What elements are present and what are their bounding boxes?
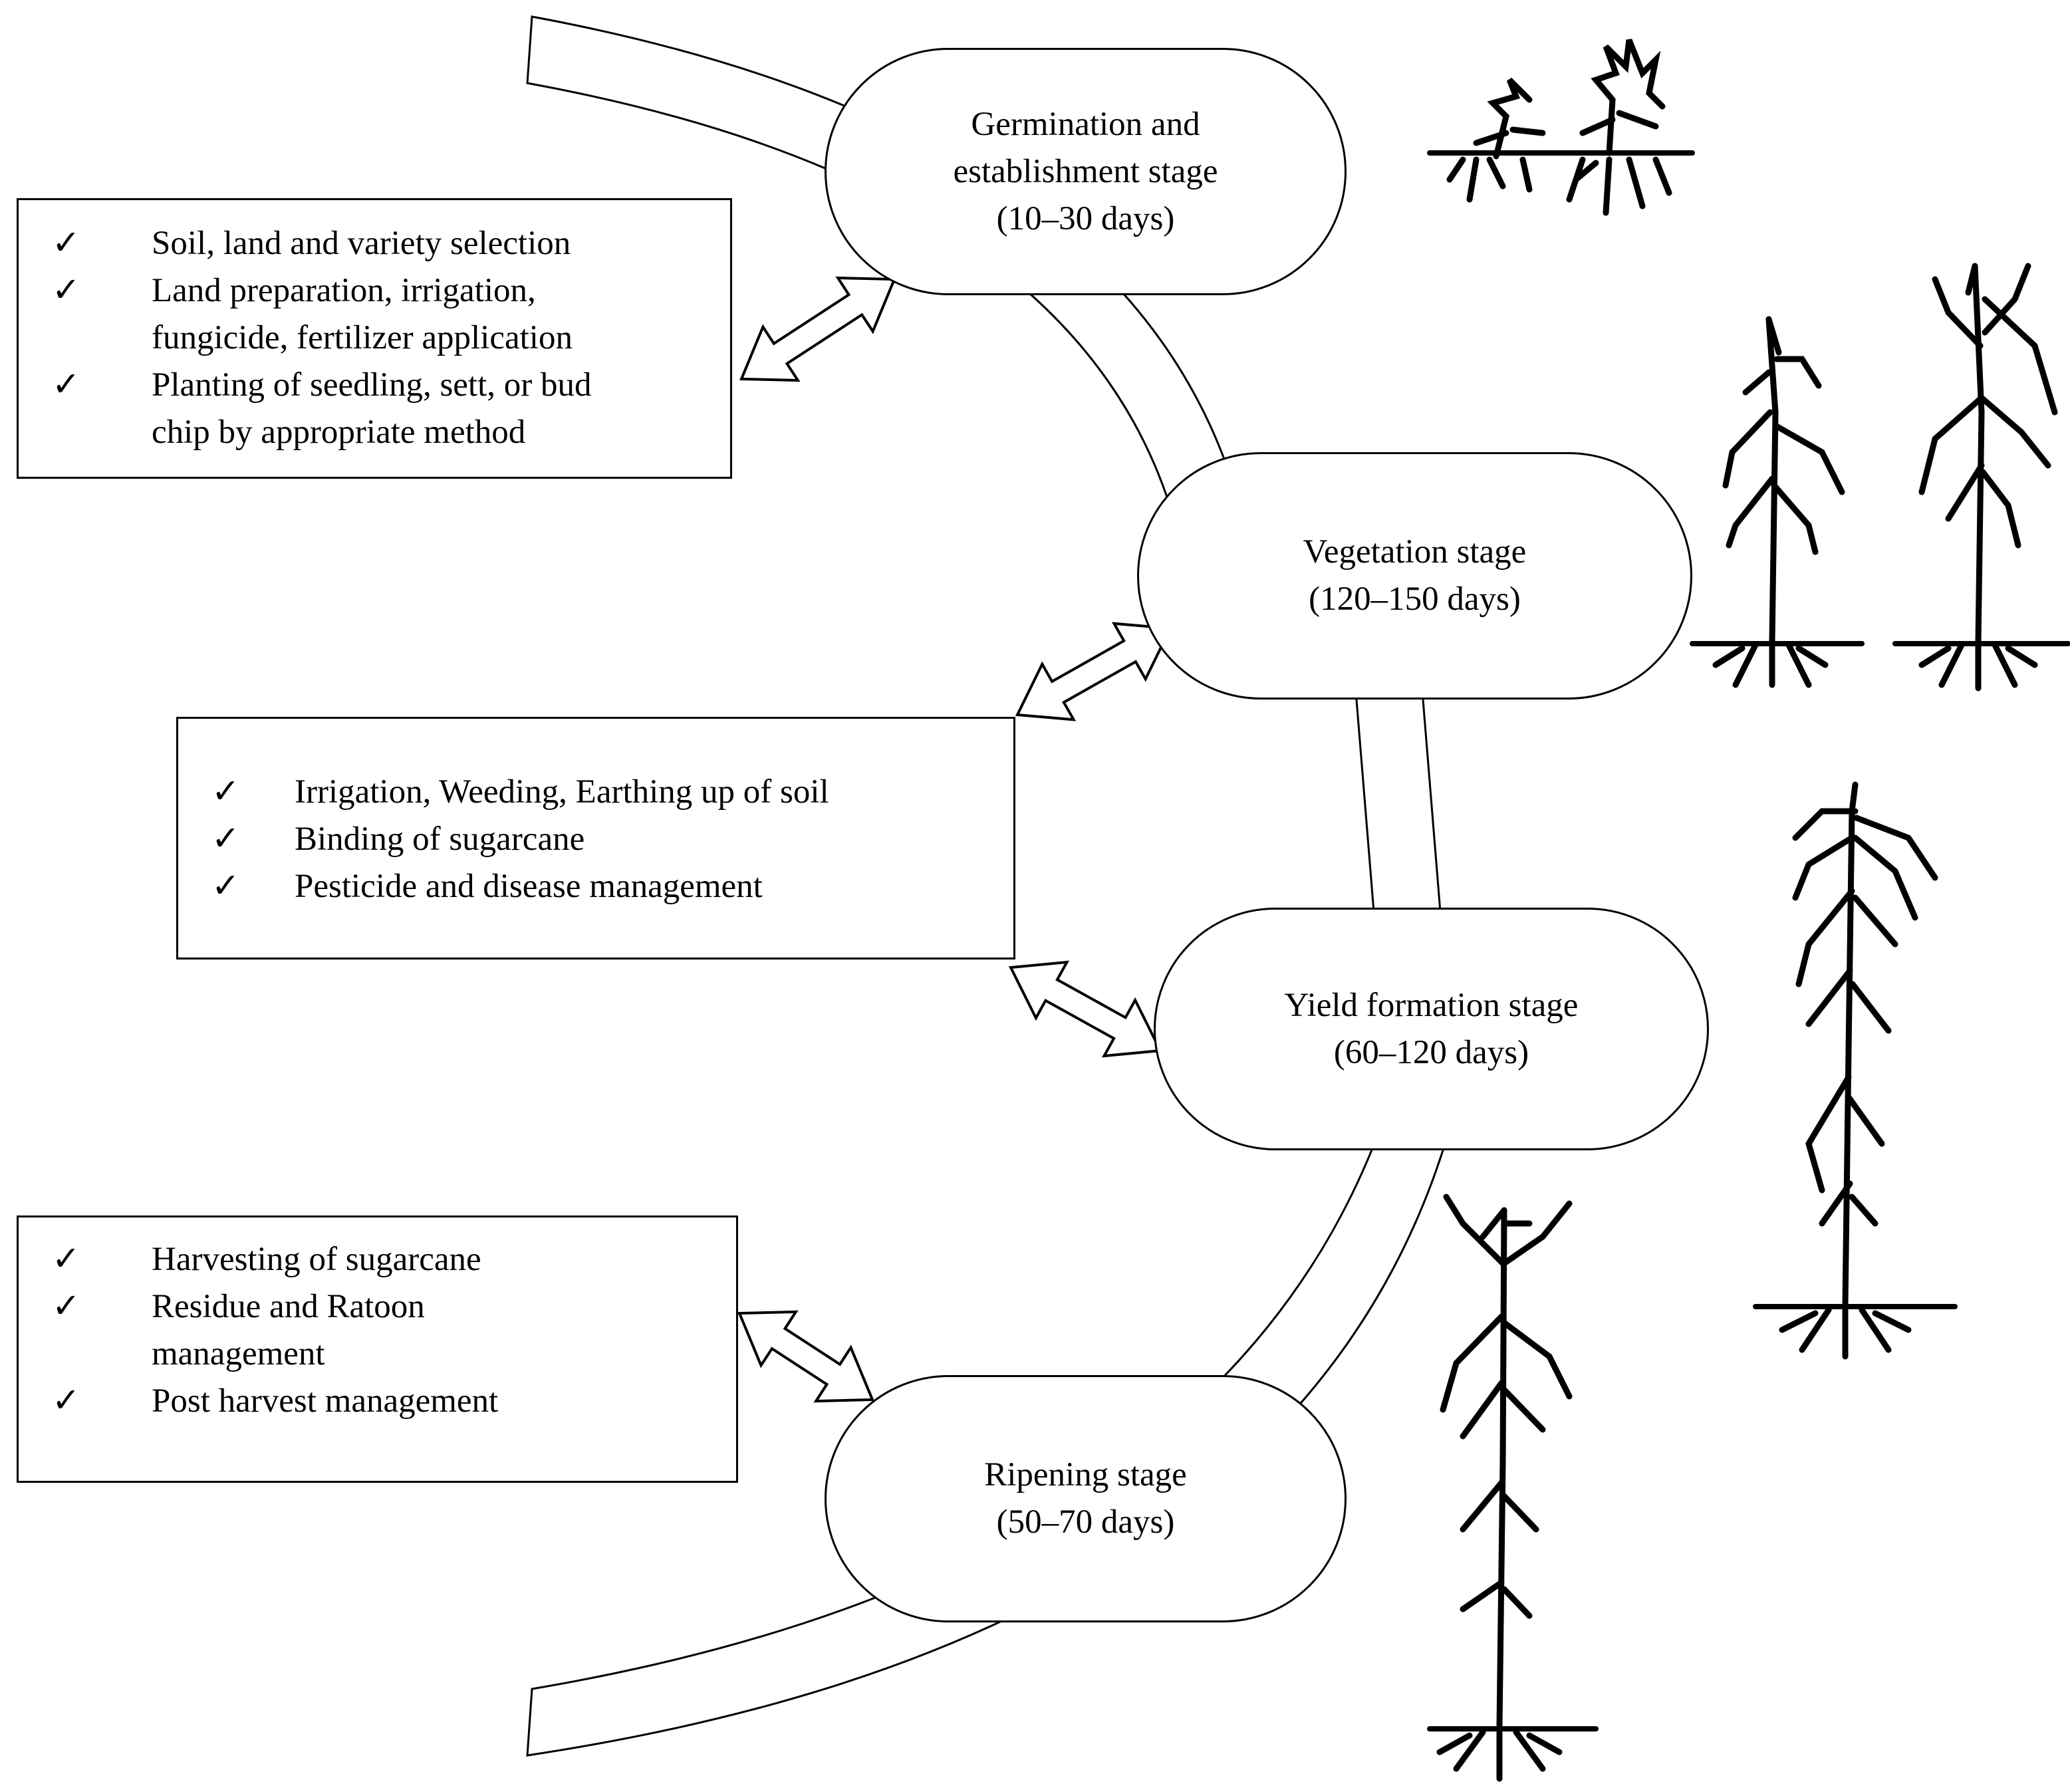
sugarcane-mature-plant-icon [1753,781,1958,1360]
check-icon: ✓ [52,1241,80,1278]
stage-ripening: Ripening stage (50–70 days) [825,1375,1347,1622]
arrow-box2-vegetation [1015,622,1173,721]
sugarcane-sprouts-icon [1427,39,1695,216]
sugarcane-young-plants-icon [1690,263,2070,692]
task-line: Pesticide and disease management [295,868,763,905]
check-icon: ✓ [211,773,240,811]
task-item: ✓ Harvesting of sugarcane [52,1236,723,1283]
task-box-establishment: ✓ Soil, land and variety selection ✓ Lan… [17,198,732,479]
task-list: ✓ Harvesting of sugarcane ✓ Residue and … [52,1236,723,1425]
task-item: ✓ Residue and Ratoon management [52,1283,723,1378]
task-line: Binding of sugarcane [295,821,585,858]
task-line: chip by appropriate method [152,414,526,451]
check-icon: ✓ [52,272,80,309]
stage-name-line: Germination and [971,105,1200,143]
task-item: ✓ Post harvest management [52,1378,723,1425]
task-line: Residue and Ratoon [152,1288,425,1325]
task-line: Soil, land and variety selection [152,225,571,262]
stage-duration: (50–70 days) [996,1503,1175,1541]
sugarcane-ripe-plant-icon [1427,1194,1599,1782]
task-line: Harvesting of sugarcane [152,1241,481,1278]
task-list: ✓ Soil, land and variety selection ✓ Lan… [52,220,717,456]
task-line: Irrigation, Weeding, Earthing up of soil [295,773,829,811]
task-line: management [152,1335,325,1372]
stage-name-line: establishment stage [953,152,1218,190]
task-list: ✓ Irrigation, Weeding, Earthing up of so… [205,769,1000,910]
task-item: ✓ Planting of seedling, sett, or bud chi… [52,362,717,456]
check-icon: ✓ [52,225,80,262]
task-box-crop-care: ✓ Irrigation, Weeding, Earthing up of so… [176,717,1015,960]
arrow-box1-germination [739,276,896,382]
check-icon: ✓ [211,868,240,905]
check-icon: ✓ [52,366,80,404]
task-item: ✓ Binding of sugarcane [205,816,1000,863]
task-line: Planting of seedling, sett, or bud [152,366,592,404]
task-line: Land preparation, irrigation, [152,272,536,309]
task-item: ✓ Soil, land and variety selection [52,220,717,267]
task-line: fungicide, fertilizer application [152,319,573,356]
stage-name-line: Ripening stage [984,1456,1187,1493]
task-line: Post harvest management [152,1382,499,1420]
stage-germination: Germination and establishment stage (10–… [825,48,1347,295]
check-icon: ✓ [52,1382,80,1420]
stage-name-line: Vegetation stage [1303,533,1527,571]
stage-duration: (60–120 days) [1333,1033,1529,1071]
task-item: ✓ Land preparation, irrigation, fungicid… [52,267,717,362]
arrow-box2-yield [1008,960,1163,1058]
task-item: ✓ Pesticide and disease management [205,863,1000,910]
stage-yield-formation: Yield formation stage (60–120 days) [1154,908,1709,1150]
task-box-harvest: ✓ Harvesting of sugarcane ✓ Residue and … [17,1216,738,1483]
task-item: ✓ Irrigation, Weeding, Earthing up of so… [205,769,1000,816]
stage-name-line: Yield formation stage [1284,986,1579,1024]
check-icon: ✓ [211,821,240,858]
arrow-box3-ripening [737,1310,874,1403]
stage-vegetation: Vegetation stage (120–150 days) [1137,452,1692,700]
check-icon: ✓ [52,1288,80,1325]
stage-duration: (10–30 days) [996,199,1175,237]
stage-duration: (120–150 days) [1309,580,1521,618]
